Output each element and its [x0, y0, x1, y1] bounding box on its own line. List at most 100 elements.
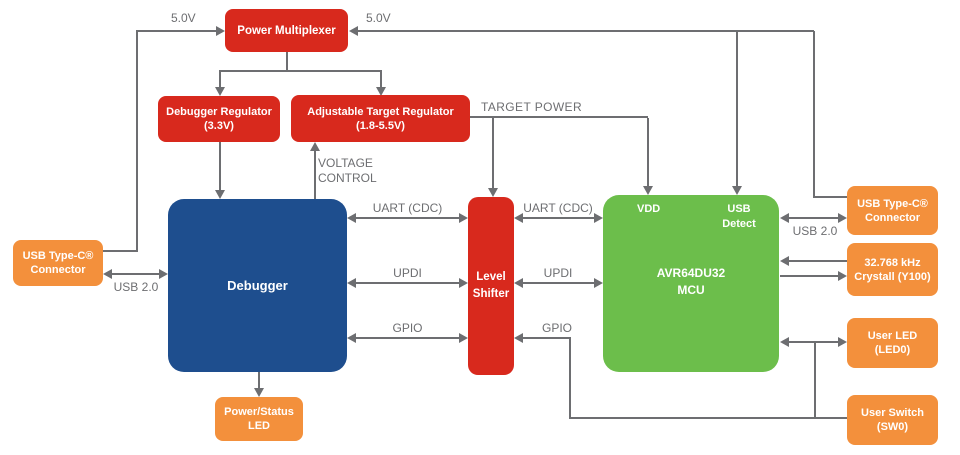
power-status-led-line1: Power/Status [224, 406, 294, 418]
wire-updi-right [523, 282, 595, 284]
arrowhead-into-mux-right [349, 26, 358, 36]
arrowhead-usb20-right-a [780, 213, 789, 223]
power-status-led-line2: LED [248, 420, 270, 432]
usb-connector-left-line1: USB Type-C® [22, 250, 94, 262]
wire-usbleft-to-rail [103, 250, 138, 252]
block-debugger-regulator: Debugger Regulator (3.3V) [158, 96, 280, 142]
arrowhead-into-mcu-usbdetect [732, 186, 742, 195]
block-usb-connector-right: USB Type-C® Connector [847, 186, 938, 235]
mcu-name-line1: AVR64DU32 [656, 266, 726, 280]
wire-uart-left [356, 217, 460, 219]
label-usb20-right: USB 2.0 [792, 224, 838, 238]
wire-voltage-control [314, 151, 316, 199]
label-voltage-control-line1: VOLTAGE [318, 156, 373, 170]
usb-connector-left-line2: Connector [30, 264, 86, 276]
wire-usb20-right [789, 217, 839, 219]
block-power-multiplexer: Power Multiplexer [225, 9, 348, 52]
wire-targetpower-levelshifter-drop [492, 118, 494, 188]
wire-crystal-in [780, 275, 838, 277]
wire-split-left-drop [219, 72, 221, 88]
label-updi-left: UPDI [393, 266, 422, 280]
wire-left-rail-top [136, 30, 217, 32]
debugger-regulator-label-line2: (3.3V) [204, 120, 234, 132]
arrowhead-into-powerstatus-led [254, 388, 264, 397]
label-updi-right: UPDI [543, 266, 573, 280]
wire-right-rail-drop [813, 31, 815, 198]
arrowhead-userled-b [838, 337, 847, 347]
wire-top-rail [358, 30, 814, 32]
wire-gpio-left [356, 337, 460, 339]
arrowhead-into-debugger-regulator [215, 87, 225, 96]
block-power-status-led: Power/Status LED [215, 397, 303, 441]
wire-targetpower-mcu-drop [647, 118, 649, 186]
mcu-name-label: AVR64DU32 MCU [603, 265, 779, 299]
arrowhead-gpio-left-b [459, 333, 468, 343]
label-voltage-control-line2: CONTROL [318, 171, 377, 185]
wire-right-rail-to-usbright [813, 196, 847, 198]
wire-crystal-out [789, 260, 847, 262]
arrowhead-uart-left-a [347, 213, 356, 223]
power-multiplexer-label: Power Multiplexer [237, 24, 336, 37]
wire-target-power [470, 116, 648, 118]
user-led-label-line1: User LED [867, 330, 918, 342]
arrowhead-usb20-left-b [159, 269, 168, 279]
arrowhead-updi-left-b [459, 278, 468, 288]
arrowhead-gpio-left-a [347, 333, 356, 343]
block-usb-connector-left: USB Type-C® Connector [13, 240, 103, 286]
target-regulator-label-line1: Adjustable Target Regulator [307, 105, 454, 118]
wire-split-right-drop [380, 72, 382, 88]
arrowhead-into-mcu-vdd [643, 186, 653, 195]
wire-mux-down [286, 52, 288, 72]
usb-connector-right-line2: Connector [865, 211, 920, 224]
wire-left-rail-vertical [136, 30, 138, 252]
wire-mux-split [219, 70, 382, 72]
arrowhead-updi-right-b [594, 278, 603, 288]
usb-connector-right-line1: USB Type-C® [857, 197, 928, 210]
mcu-name-line2: MCU [677, 283, 705, 297]
arrowhead-uart-right-a [514, 213, 523, 223]
label-5v-left: 5.0V [171, 11, 196, 25]
wire-updi-left [356, 282, 460, 284]
arrowhead-usb20-left-a [103, 269, 112, 279]
arrowhead-into-mux-left [216, 26, 225, 36]
arrowhead-uart-left-b [459, 213, 468, 223]
arrowhead-userled-a [780, 337, 789, 347]
arrowhead-crystal-out [780, 256, 789, 266]
target-regulator-label-line2: (1.8-5.5V) [356, 119, 405, 132]
wire-led-switch-junction [814, 343, 816, 419]
label-5v-right: 5.0V [366, 11, 391, 25]
arrowhead-into-debugger-top [215, 190, 225, 199]
user-switch-label-line2: (SW0) [876, 421, 909, 433]
block-mcu: VDD USB Detect AVR64DU32 MCU [603, 195, 779, 372]
level-shifter-label-line2: Shifter [472, 288, 510, 300]
wire-userled [789, 341, 839, 343]
label-voltage-control: VOLTAGE CONTROL [318, 156, 377, 186]
mcu-usb-detect-pin-label: USB Detect [708, 202, 770, 232]
arrowhead-usb20-right-b [838, 213, 847, 223]
arrowhead-uart-right-b [594, 213, 603, 223]
arrowhead-gpio-right [514, 333, 523, 343]
label-uart-right: UART (CDC) [523, 201, 593, 215]
label-gpio-right: GPIO [541, 321, 572, 335]
wire-gpio-drop [569, 337, 571, 419]
wire-usb20-left [112, 273, 160, 275]
wire-user-switch [569, 417, 847, 419]
block-adjustable-target-regulator: Adjustable Target Regulator (1.8-5.5V) [291, 95, 470, 142]
label-gpio-left: GPIO [392, 321, 423, 335]
mcu-vdd-pin-label: VDD [637, 203, 661, 215]
mcu-usb-detect-line1: USB [727, 203, 751, 215]
arrowhead-crystal-in [838, 271, 847, 281]
debugger-regulator-label-line1: Debugger Regulator [166, 106, 272, 118]
user-led-label-line2: (LED0) [874, 344, 911, 356]
wire-usb-detect-drop [736, 31, 738, 187]
wire-gpio-right [523, 337, 571, 339]
arrowhead-into-levelshifter-top [488, 188, 498, 197]
wire-powerstatus-led [258, 372, 260, 389]
wire-uart-right [523, 217, 595, 219]
crystal-label-line1: 32.768 kHz [864, 256, 921, 269]
level-shifter-label-line1: Level [476, 271, 506, 283]
block-debugger: Debugger [168, 199, 347, 372]
debugger-label: Debugger [227, 277, 288, 293]
block-user-switch: User Switch (SW0) [847, 395, 938, 445]
